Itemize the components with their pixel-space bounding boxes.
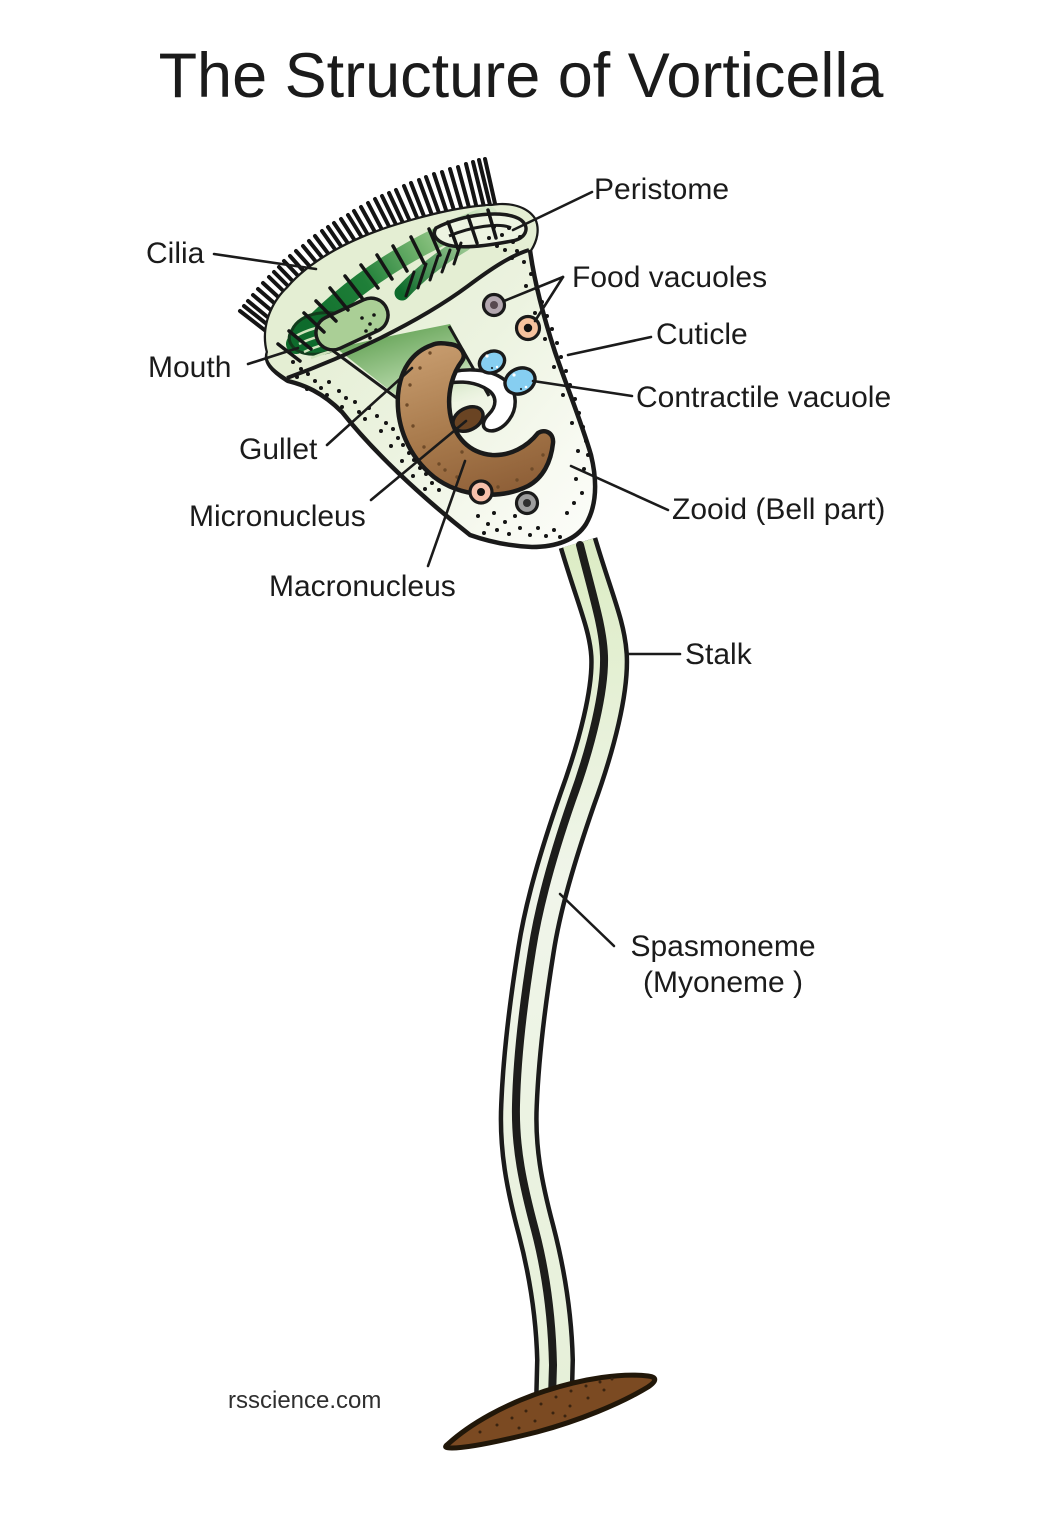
stalk — [498, 537, 630, 1402]
label-stalk: Stalk — [685, 638, 753, 671]
label-spasmoneme-line1: Spasmoneme — [630, 930, 815, 963]
leader-cilia — [212, 252, 318, 271]
leader-peristome — [511, 190, 594, 232]
label-macronucleus: Macronucleus — [269, 570, 456, 603]
label-cuticle: Cuticle — [656, 318, 748, 351]
leader-spasmoneme — [558, 892, 616, 948]
leader-micronucleus — [369, 419, 468, 502]
macronucleus-speckles — [405, 351, 545, 489]
labels: Peristome Cilia Food vacuoles Mouth Cuti… — [146, 173, 891, 999]
spasmoneme — [511, 541, 609, 1402]
leader-contractile-vacuole — [531, 379, 634, 398]
substrate — [443, 1372, 658, 1451]
label-cilia: Cilia — [146, 237, 205, 270]
food-vacuole-pink — [468, 479, 494, 505]
credit-text: rsscience.com — [228, 1387, 381, 1414]
leader-food-vacuole-1 — [502, 275, 565, 303]
inner-band-hatches — [404, 241, 463, 298]
label-mouth: Mouth — [148, 351, 231, 384]
leader-mouth — [246, 346, 300, 366]
label-zooid: Zooid (Bell part) — [672, 493, 885, 526]
leader-cuticle — [566, 335, 653, 357]
label-micronucleus: Micronucleus — [189, 500, 366, 533]
label-spasmoneme-line2: (Myoneme ) — [643, 966, 803, 999]
contractile-vacuole — [477, 349, 537, 396]
macronucleus — [395, 341, 556, 497]
leader-gullet — [325, 366, 414, 447]
label-contractile-vacuole: Contractile vacuole — [636, 381, 891, 414]
label-food-vacuoles: Food vacuoles — [572, 261, 767, 294]
leader-macronucleus — [426, 459, 467, 568]
substrate-speckles — [478, 1377, 614, 1434]
zooid-bell — [263, 202, 598, 550]
leader-zooid — [569, 464, 670, 512]
food-vacuole-gray2 — [514, 490, 540, 516]
cilia-root-hatches — [276, 208, 498, 363]
label-peristome: Peristome — [594, 173, 729, 206]
food-vacuole-gray — [481, 292, 507, 318]
peristome-disc-edge — [286, 248, 530, 380]
label-gullet: Gullet — [239, 433, 318, 466]
page-title: The Structure of Vorticella — [159, 41, 885, 111]
leader-lines — [212, 190, 682, 948]
leader-food-vacuole-2 — [533, 275, 565, 323]
food-vacuole-salmon — [514, 314, 542, 342]
